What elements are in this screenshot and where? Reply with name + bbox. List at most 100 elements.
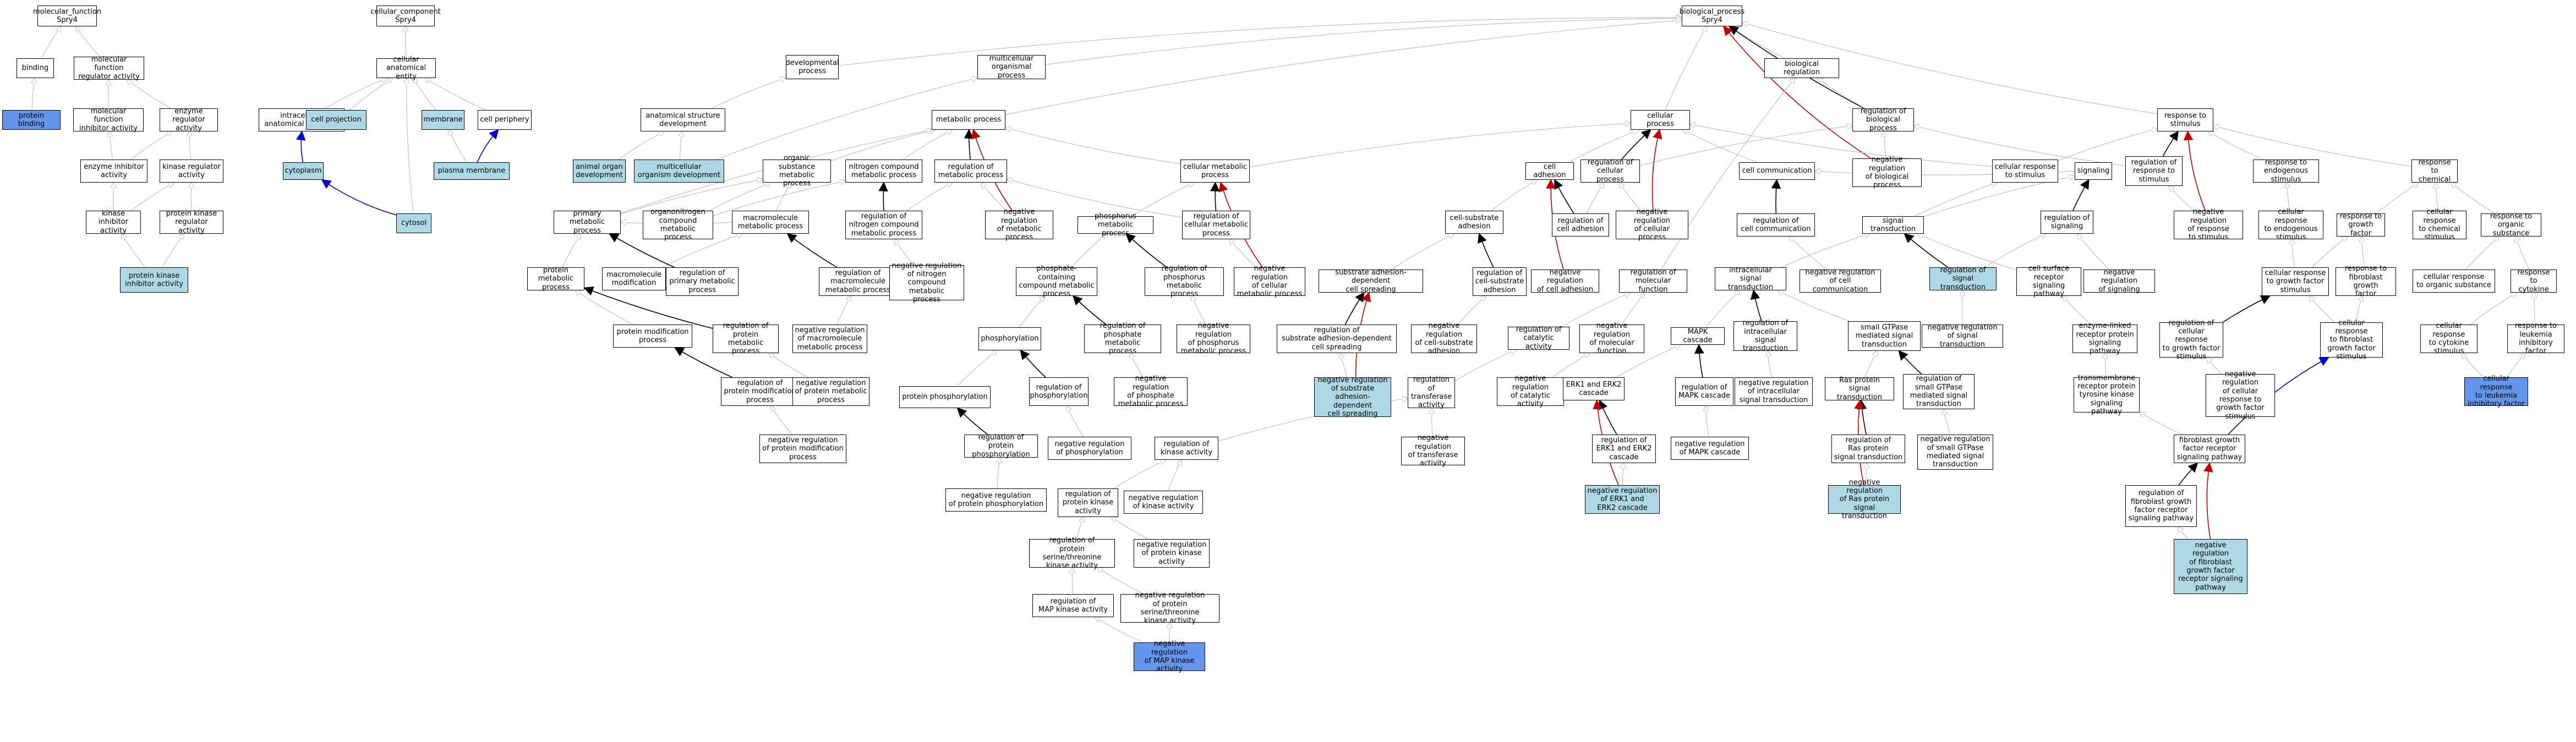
- go-term-node-rasst[interactable]: Ras protein signal transduction: [1825, 376, 1894, 402]
- go-term-node-rmapk[interactable]: regulation of MAPK cascade: [1675, 377, 1733, 406]
- go-term-node-nrcrtgfs[interactable]: negative regulation of cellular response…: [2206, 370, 2275, 421]
- go-term-node-nrerk[interactable]: negative regulation of ERK1 and ERK2 cas…: [1585, 485, 1660, 514]
- go-term-node-rtlif[interactable]: response to leukemia inhibitory factor: [2507, 322, 2564, 355]
- go-term-node-cae[interactable]: cellular anatomical entity: [376, 56, 436, 81]
- go-term-node-nrmmp[interactable]: negative regulation of macromolecule met…: [792, 325, 867, 353]
- go-term-node-cytoplasm[interactable]: cytoplasm: [283, 162, 324, 180]
- go-term-node-rsadcs[interactable]: regulation of substrate adhesion-depende…: [1277, 325, 1397, 353]
- go-term-node-rtes[interactable]: response to endogenous stimulus: [2253, 158, 2319, 184]
- go-term-node-nrsgmst[interactable]: negative regulation of small GTPase medi…: [1917, 435, 1993, 470]
- go-term-node-nrpmodp[interactable]: negative regulation of protein modificat…: [759, 435, 846, 463]
- go-term-node-regcp[interactable]: regulation of cellular process: [1580, 158, 1640, 184]
- go-term-node-cytosol[interactable]: cytosol: [396, 213, 431, 233]
- go-term-node-rmapkact[interactable]: regulation of MAP kinase activity: [1032, 594, 1114, 617]
- go-term-node-rtgf[interactable]: response to growth factor: [2337, 212, 2385, 238]
- go-term-node-protbind[interactable]: protein binding: [2, 110, 61, 130]
- go-term-node-nrmf[interactable]: negative regulation of molecular functio…: [1579, 322, 1644, 355]
- go-term-node-ncmp[interactable]: nitrogen compound metabolic process: [845, 160, 922, 183]
- go-term-node-nrmp[interactable]: negative regulation of metabolic process: [985, 208, 1053, 241]
- go-term-node-crtfgfs[interactable]: cellular response to fibroblast growth f…: [2320, 319, 2383, 361]
- go-term-node-mod[interactable]: multicellular organism development: [634, 160, 724, 183]
- go-term-node-mfra[interactable]: molecular function regulator activity: [74, 56, 144, 81]
- go-term-node-nrmapk[interactable]: negative regulation of MAPK cascade: [1671, 437, 1749, 460]
- go-term-node-mapkc[interactable]: MAPK cascade: [1671, 327, 1725, 345]
- go-term-node-rtchem[interactable]: response to chemical: [2411, 158, 2458, 184]
- go-term-node-celladh[interactable]: cell adhesion: [1525, 162, 1574, 180]
- go-term-node-regca[interactable]: regulation of cell adhesion: [1552, 213, 1609, 237]
- go-term-node-mcop[interactable]: multicellular organismal process: [977, 54, 1046, 80]
- go-term-node-nrtransact[interactable]: negative regulation of transferase activ…: [1401, 434, 1465, 468]
- go-term-node-rcmp[interactable]: regulation of cellular metabolic process: [1182, 211, 1250, 239]
- go-term-node-nrsadcs[interactable]: negative regulation of substrate adhesio…: [1314, 376, 1391, 418]
- go-term-node-elrptk[interactable]: enzyme-linked receptor protein signaling…: [2072, 322, 2137, 355]
- go-term-node-nrfgfsp[interactable]: negative regulation of fibroblast growth…: [2174, 539, 2247, 594]
- go-term-node-nrcc[interactable]: negative regulation of cell communicatio…: [1800, 268, 1881, 294]
- go-term-node-rmf[interactable]: regulation of molecular function: [1619, 268, 1687, 294]
- go-term-node-regmp[interactable]: regulation of metabolic process: [934, 160, 1007, 183]
- go-term-node-nrist[interactable]: negative regulation of intracellular sig…: [1735, 377, 1813, 406]
- go-term-node-signaling[interactable]: signaling: [2075, 162, 2112, 180]
- go-term-node-crts[interactable]: cellular response to stimulus: [1992, 160, 2058, 183]
- go-term-node-tmrptk[interactable]: transmembrane receptor protein tyrosine …: [2074, 374, 2140, 416]
- go-term-node-rcsa[interactable]: regulation of cell-substrate adhesion: [1473, 267, 1527, 296]
- go-term-node-pmp[interactable]: protein modification process: [613, 325, 692, 348]
- go-term-node-rtcyt[interactable]: response to cytokine: [2511, 268, 2557, 294]
- go-term-node-metproc[interactable]: metabolic process: [932, 110, 1005, 130]
- go-term-node-nrmapkact[interactable]: negative regulation of MAP kinase activi…: [1134, 640, 1205, 673]
- go-term-node-nrcatact[interactable]: negative regulation of catalytic activit…: [1497, 375, 1564, 408]
- go-term-node-phosph[interactable]: phosphorylation: [978, 327, 1041, 350]
- go-term-node-nrst[interactable]: negative regulation of signal transducti…: [1922, 323, 2003, 349]
- go-term-node-nrncmp[interactable]: negative regulation of nitrogen compound…: [889, 262, 964, 304]
- go-term-node-asd[interactable]: anatomical structure development: [641, 108, 725, 131]
- go-term-node-rpstka[interactable]: regulation of protein serine/threonine k…: [1029, 536, 1115, 570]
- go-term-node-aod[interactable]: animal organ development: [573, 160, 626, 183]
- go-term-node-cellproj[interactable]: cell projection: [306, 110, 367, 130]
- go-term-node-crtcs[interactable]: cellular response to chemical stimulus: [2413, 208, 2466, 241]
- go-term-node-kra[interactable]: kinase regulator activity: [160, 160, 223, 183]
- go-term-node-nrpstka[interactable]: negative regulation of protein serine/th…: [1120, 591, 1219, 625]
- go-term-node-mfia[interactable]: molecular function inhibitor activity: [73, 107, 144, 133]
- go-term-node-nrbp[interactable]: negative regulation of biological proces…: [1852, 156, 1922, 189]
- go-term-node-plasmamem[interactable]: plasma membrane: [434, 162, 510, 180]
- go-term-node-rprotmp[interactable]: regulation of protein metabolic process: [713, 322, 779, 355]
- go-term-node-devproc[interactable]: developmental process: [785, 55, 839, 79]
- go-term-node-era[interactable]: enzyme regulator activity: [160, 107, 218, 133]
- go-term-node-rts[interactable]: response to stimulus: [2157, 108, 2213, 131]
- go-term-node-bp[interactable]: biological_process Spry4: [1680, 6, 1744, 26]
- go-term-node-rfgfsp[interactable]: regulation of fibroblast growth factor r…: [2125, 485, 2197, 527]
- go-term-node-binding[interactable]: binding: [17, 58, 54, 78]
- go-term-node-primmp[interactable]: primary metabolic process: [554, 210, 621, 235]
- go-term-node-rcatact[interactable]: regulation of catalytic activity: [1508, 326, 1569, 351]
- go-term-node-nrprotmp[interactable]: negative regulation of protein metabolic…: [792, 377, 869, 406]
- go-term-node-rpkact[interactable]: regulation of protein kinase activity: [1058, 488, 1118, 517]
- go-term-node-cellper[interactable]: cell periphery: [478, 110, 532, 130]
- go-term-node-crtcytos[interactable]: cellular response to cytokine stimulus: [2420, 322, 2477, 355]
- go-term-node-sgmst[interactable]: small GTPase mediated signal transductio…: [1848, 321, 1921, 351]
- go-term-node-pkia[interactable]: protein kinase inhibitor activity: [120, 267, 188, 293]
- go-term-node-cellproc[interactable]: cellular process: [1631, 110, 1690, 130]
- go-term-node-rmmp[interactable]: regulation of macromolecule metabolic pr…: [819, 267, 897, 296]
- go-term-node-cmp[interactable]: cellular metabolic process: [1180, 160, 1250, 183]
- go-term-node-csrsp[interactable]: cell surface receptor signaling pathway: [2016, 265, 2081, 298]
- go-term-node-pccmp[interactable]: phosphate-containing compound metabolic …: [1016, 265, 1097, 298]
- go-term-node-erk[interactable]: ERK1 and ERK2 cascade: [1563, 377, 1625, 400]
- go-term-node-csa[interactable]: cell-substrate adhesion: [1445, 211, 1503, 234]
- go-term-node-nrpcmp[interactable]: negative regulation of phosphate metabol…: [1114, 375, 1188, 408]
- go-term-node-regrts[interactable]: regulation of response to stimulus: [2125, 156, 2183, 186]
- go-term-node-regbp[interactable]: regulation of biological process: [1852, 107, 1914, 133]
- go-term-node-rst[interactable]: regulation of signal transduction: [1929, 266, 1997, 292]
- go-term-node-regcc[interactable]: regulation of cell communication: [1737, 213, 1815, 237]
- go-term-node-crtlif[interactable]: cellular response to leukemia inhibitory…: [2464, 375, 2528, 408]
- go-term-node-rist[interactable]: regulation of intracellular signal trans…: [1733, 319, 1797, 353]
- go-term-node-nrphosmp[interactable]: negative regulation of phosphorus metabo…: [1177, 322, 1250, 355]
- go-term-node-membrane[interactable]: membrane: [422, 110, 464, 130]
- go-term-node-regsig[interactable]: regulation of signaling: [2041, 211, 2093, 234]
- go-term-node-rprotphos[interactable]: regulation of protein phosphorylation: [964, 433, 1038, 459]
- go-term-node-crtgfs[interactable]: cellular response to growth factor stimu…: [2262, 267, 2329, 296]
- go-term-node-nrras[interactable]: negative regulation of Ras protein signa…: [1828, 479, 1901, 520]
- go-term-node-rncmp[interactable]: regulation of nitrogen compound metaboli…: [845, 211, 922, 239]
- go-term-node-rtfgf[interactable]: response to fibroblast growth factor: [2336, 265, 2396, 298]
- go-term-node-rphosmp[interactable]: regulation of phosphorus metabolic proce…: [1145, 265, 1224, 298]
- go-term-node-cellcomm[interactable]: cell communication: [1739, 162, 1815, 180]
- go-term-node-cc[interactable]: cellular_component Spry4: [370, 6, 441, 26]
